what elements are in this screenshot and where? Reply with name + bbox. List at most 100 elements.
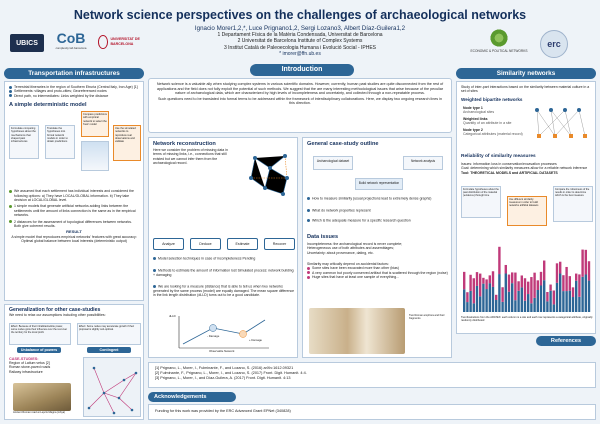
transport-point-2: 1 simple models that generate artificial…: [9, 204, 139, 217]
arrow-icon: [153, 256, 156, 260]
model-mini-plot: [81, 141, 109, 172]
check-icon: [9, 189, 12, 193]
case-question-3: Which is the adequate measure for a spec…: [307, 218, 449, 223]
result-text: A simple model that reproduces empirical…: [11, 234, 137, 244]
authors-block: Ignacio Morer1,2,*, Luce Prignano1,2, Se…: [150, 25, 450, 57]
aratex-bar: [539, 285, 543, 312]
aratex-bar: [463, 289, 466, 312]
aratex-bar: [587, 261, 591, 281]
factor-2: A very common but poorly conserved artif…: [307, 271, 449, 275]
bullet-icon: [307, 267, 310, 270]
aratex-bar: [584, 249, 587, 275]
affiliation-3: 3 Institut Català de Paleoecologia Human…: [223, 44, 377, 51]
roman-road-photo: [13, 383, 71, 411]
aratex-bar: [549, 284, 552, 291]
erc-logo: erc: [540, 30, 568, 58]
similarity-section: Study of inter-part interactions based o…: [456, 81, 596, 334]
affiliation-1: 1 Departament Física de la Matèria Conde…: [217, 32, 383, 39]
aratex-bar: [568, 276, 571, 291]
power-label: Unbalance of powers: [17, 347, 61, 353]
bipartite-legend: Node type 1 Archaeological sites Weighte…: [463, 106, 523, 136]
data-issues-heading: Data issues: [307, 234, 339, 240]
roman-road-caption: Ancient Roman road at Lepcis Magna (Liby…: [13, 411, 66, 414]
epn-logo-text: ECONOMIC & POLITICAL NETWORKS: [470, 49, 528, 53]
step-recover: Recover: [264, 238, 295, 250]
poster-title: Network science perspectives on the chal…: [73, 8, 527, 22]
bullet-icon: [307, 271, 310, 275]
reconstruction-point-1: Model selection techniques in case of in…: [153, 256, 295, 261]
aratex-bar: [485, 289, 488, 312]
epn-logo: ECONOMIC & POLITICAL NETWORKS: [468, 28, 530, 62]
case-study-section: General case-study outline Archaeologica…: [302, 137, 452, 358]
aratex-bar: [511, 272, 514, 284]
reference-2: [2] Fulminante, F., Prignano, L., Morer,…: [155, 371, 307, 375]
aratex-bar: [501, 301, 504, 312]
damage-diagram: - Damage + Damage Observable Network dLL…: [169, 314, 279, 356]
damage-minus-label: - Damage: [207, 334, 220, 338]
effect-box: Effect: Because of their inhabitants/eli…: [9, 323, 71, 345]
aratex-bar: [575, 280, 578, 312]
flow-node-measures: Use different similarity measures in ord…: [507, 196, 547, 226]
aratex-bar: [559, 261, 562, 274]
aratex-bar: [555, 263, 559, 283]
arrow-icon: [153, 268, 156, 272]
reference-1: [1] Prignano, L., Morer, I., Fulminante,…: [155, 366, 294, 370]
aratex-bar: [584, 274, 587, 312]
transport-section: Terrestrial itineraries in the region of…: [4, 81, 144, 301]
damage-x-label: Observable Network: [209, 349, 235, 353]
aratex-bar: [491, 271, 495, 287]
aratex-bar: [482, 283, 485, 312]
aratex-bar: [578, 296, 581, 312]
case-1: Region of Latium vetus [2]: [9, 361, 50, 365]
aratex-bar: [552, 290, 555, 305]
flow-node-robustness: Compare the robustness of the results in…: [553, 186, 593, 222]
aratex-caption: Two illustrations from the ARATEX: each …: [461, 316, 593, 323]
ub-logo: UNIVERSITAT DE BARCELONA: [98, 32, 148, 52]
aratex-bar: [469, 290, 472, 312]
aratex-bar: [533, 272, 536, 298]
contingent-label: Contingent circumstances: [87, 347, 131, 358]
check-icon: [9, 205, 12, 209]
reconstruction-point-3: We are looking for a measure (distance) …: [153, 284, 295, 298]
author-names: Ignacio Morer1,2,*, Luce Prignano1,2, Se…: [194, 25, 406, 32]
aratex-bar: [527, 294, 530, 312]
epn-network-icon: [489, 28, 509, 48]
aratex-bar: [507, 291, 511, 312]
cob-logo: CoB complexity lab barcelona: [48, 30, 94, 54]
aratex-bar: [568, 290, 571, 312]
transport-bullet-3: Direct path, no intermediates: Links wei…: [9, 94, 139, 98]
step-analyze: Analyze: [153, 238, 184, 250]
node-build-network: Build network representation: [355, 178, 403, 190]
aratex-bar: [520, 275, 523, 288]
aratex-bar: [514, 272, 517, 301]
reliability-details: Issues: information loss in conservation…: [461, 162, 593, 175]
generalization-section: Generalization for other case-studies We…: [4, 304, 144, 420]
aratex-bar: [523, 278, 527, 301]
case-study-heading: General case-study outline: [307, 141, 379, 147]
reconstruction-heading: Network reconstruction: [153, 141, 216, 147]
aratex-bar: [536, 289, 539, 312]
aratex-bar: [495, 294, 498, 301]
amphora-caption: Two Roman amphora and their fragments: [409, 314, 445, 321]
aratex-bar: [472, 303, 475, 312]
model-flow-diagram: Formulate competing hypotheses about the…: [9, 111, 141, 187]
intro-paragraph-2: Such questions need to be translated int…: [157, 96, 443, 106]
weighted-links: Weighted links: [463, 116, 488, 121]
acknowledgements-section: Funding for this work was provided by th…: [148, 404, 596, 420]
aratex-bar: [536, 280, 539, 290]
aratex-figure-svg: [463, 246, 591, 312]
reliability-flow: Formulate hypotheses about the past dist…: [461, 182, 593, 240]
bullet-icon: [9, 90, 12, 93]
aratex-bar: [559, 273, 562, 312]
aratex-bar: [571, 297, 575, 312]
node-type-2: Node type 2: [463, 127, 483, 132]
ubics-logo: UBICS: [10, 34, 44, 52]
damage-y-label: dLLD: [169, 314, 176, 318]
contact-email[interactable]: * imorer@ffn.ub.es: [279, 50, 321, 57]
aratex-bar: [549, 290, 552, 312]
reliability-goal: Goal: determining which similarity measu…: [461, 166, 588, 171]
flow-node-compare: Compare predictions with empirical netwo…: [81, 111, 109, 138]
step-estimate: Estimate: [227, 238, 258, 250]
flow-node-formulate: Formulate hypotheses about the past dist…: [461, 186, 501, 218]
similarity-factors: Similarity may critically depend on acci…: [307, 262, 449, 280]
